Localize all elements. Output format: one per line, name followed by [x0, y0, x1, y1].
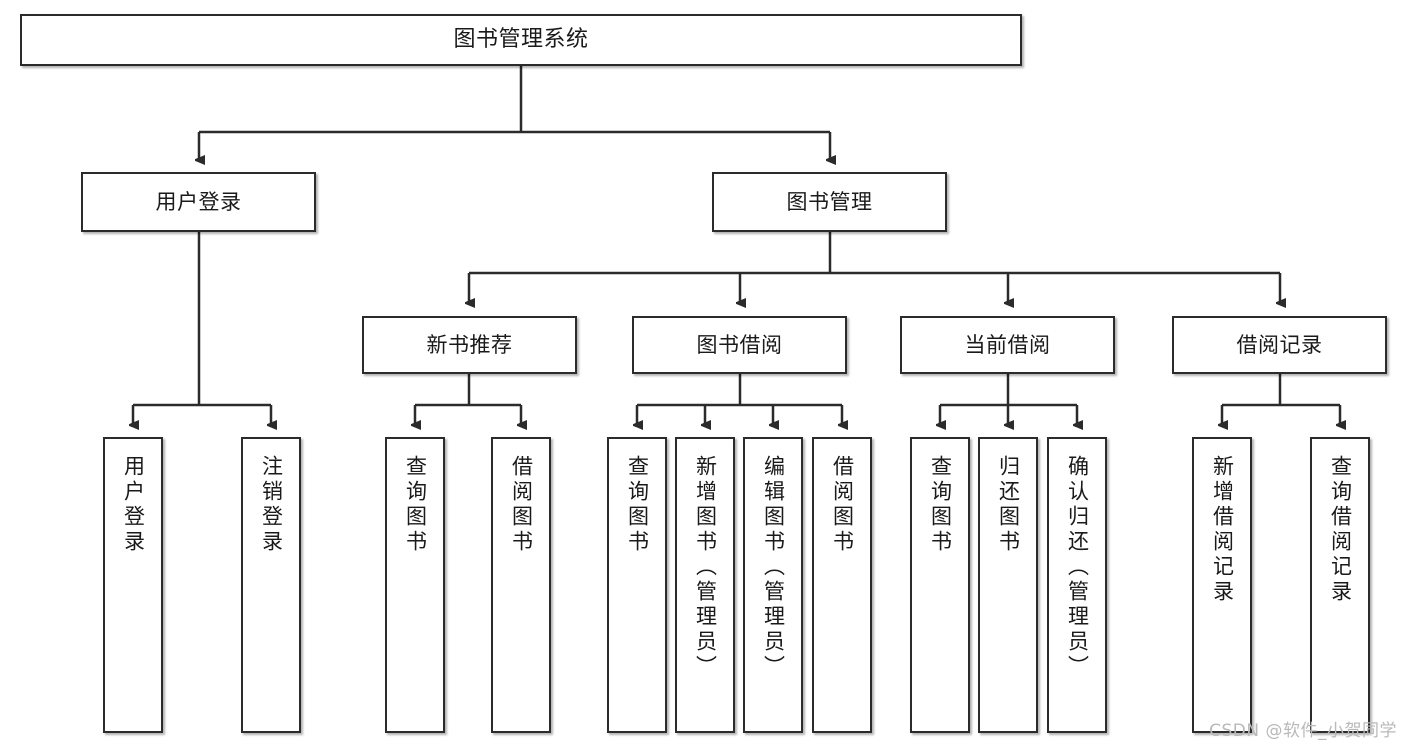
node-label: 注销登录 [259, 455, 284, 555]
leaf-return-book[interactable]: 归还图书 [978, 437, 1038, 733]
node-book-management[interactable]: 图书管理 [712, 172, 947, 232]
leaf-logout[interactable]: 注销登录 [241, 437, 301, 733]
leaf-query-book-current[interactable]: 查询图书 [910, 437, 970, 733]
node-label: 当前借阅 [964, 332, 1051, 357]
node-label: 查询借阅记录 [1328, 455, 1353, 605]
node-label: 查询图书 [403, 455, 428, 555]
leaf-query-borrow-record[interactable]: 查询借阅记录 [1310, 437, 1370, 733]
node-user-login[interactable]: 用户登录 [81, 172, 316, 232]
node-label: 编辑图书（管理员） [761, 455, 786, 680]
node-label: 图书借阅 [696, 332, 783, 357]
leaf-add-borrow-record[interactable]: 新增借阅记录 [1192, 437, 1252, 733]
node-label: 借阅图书 [509, 455, 534, 555]
leaf-query-book-borrow[interactable]: 查询图书 [607, 437, 667, 733]
node-label: 新增借阅记录 [1210, 455, 1235, 605]
leaf-borrow-book[interactable]: 借阅图书 [812, 437, 872, 733]
leaf-query-book-recommend[interactable]: 查询图书 [385, 437, 445, 733]
node-label: 图书管理系统 [453, 27, 589, 53]
leaf-borrow-book-recommend[interactable]: 借阅图书 [491, 437, 551, 733]
node-label: 查询图书 [928, 455, 953, 555]
node-label: 用户登录 [155, 189, 242, 214]
node-root-system[interactable]: 图书管理系统 [20, 14, 1022, 66]
node-label: 借阅记录 [1236, 332, 1323, 357]
node-book-borrow[interactable]: 图书借阅 [632, 316, 847, 374]
node-label: 确认归还（管理员） [1065, 455, 1090, 680]
leaf-user-login[interactable]: 用户登录 [103, 437, 163, 733]
node-label: 用户登录 [121, 455, 146, 555]
leaf-add-book-admin[interactable]: 新增图书（管理员） [675, 437, 735, 733]
leaf-confirm-return-admin[interactable]: 确认归还（管理员） [1047, 437, 1107, 733]
node-label: 新书推荐 [426, 332, 513, 357]
node-label: 图书管理 [786, 189, 873, 214]
node-label: 新增图书（管理员） [693, 455, 718, 680]
node-label: 归还图书 [996, 455, 1021, 555]
node-borrow-record[interactable]: 借阅记录 [1172, 316, 1387, 374]
leaf-edit-book-admin[interactable]: 编辑图书（管理员） [743, 437, 803, 733]
node-current-borrow[interactable]: 当前借阅 [900, 316, 1115, 374]
node-new-book-recommend[interactable]: 新书推荐 [362, 316, 577, 374]
node-label: 查询图书 [625, 455, 650, 555]
node-label: 借阅图书 [830, 455, 855, 555]
